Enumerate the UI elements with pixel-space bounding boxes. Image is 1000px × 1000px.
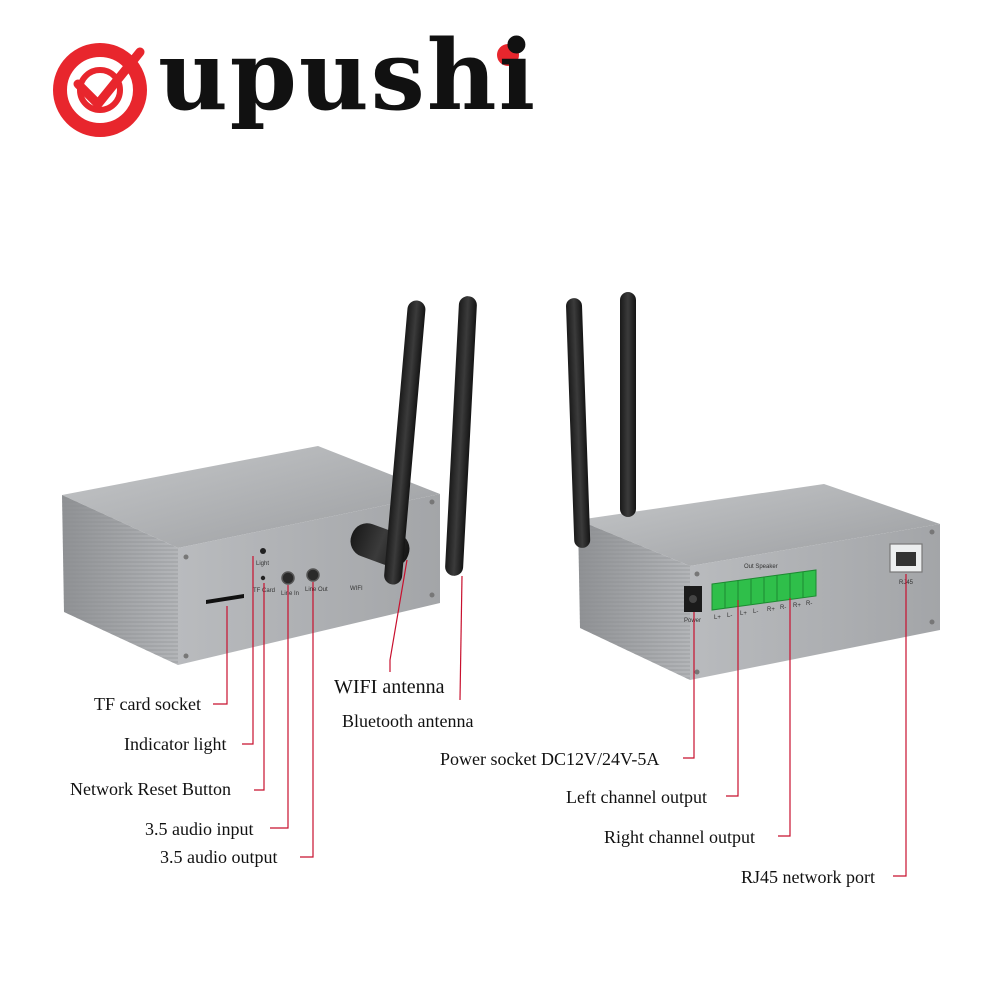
brand-logo-icon xyxy=(53,43,519,137)
terminal-label-3: L+ xyxy=(740,611,747,617)
terminal-label-7: R+ xyxy=(793,603,801,609)
brand-name: upushi xyxy=(158,19,538,132)
terminal-label-8: R- xyxy=(806,601,812,607)
tf-card-slot xyxy=(206,594,244,604)
bluetooth-antenna-icon xyxy=(445,296,477,576)
light-port-label: Light xyxy=(256,561,269,567)
back-unit: Power Out Speaker L+ L- L+ L- R+ R- R+ R… xyxy=(578,484,940,680)
line-in-port-label: Line In xyxy=(281,591,299,597)
terminal-label-1: L+ xyxy=(714,615,721,621)
callout-audio-input: 3.5 audio input xyxy=(145,819,254,839)
out-speaker-label: Out Speaker xyxy=(744,564,778,570)
callout-power-socket: Power socket DC12V/24V-5A xyxy=(440,749,660,769)
callout-indicator-light: Indicator light xyxy=(124,734,227,754)
line-out-jack xyxy=(306,568,320,582)
indicator-light-led xyxy=(260,548,266,554)
callout-right-channel: Right channel output xyxy=(604,827,755,847)
terminal-label-6: R- xyxy=(780,605,786,611)
callout-wifi-antenna: WIFI antenna xyxy=(334,676,445,698)
back-antenna-icon xyxy=(566,292,636,548)
rj45-port xyxy=(889,543,923,573)
reset-pinhole xyxy=(260,575,266,581)
callout-audio-output: 3.5 audio output xyxy=(160,847,278,867)
wifi-antenna-icon xyxy=(350,300,426,585)
callout-bluetooth-antenna: Bluetooth antenna xyxy=(342,711,474,731)
power-port-label: Power xyxy=(684,618,701,624)
terminal-label-5: R+ xyxy=(767,607,775,613)
callout-leaders xyxy=(213,556,907,877)
front-unit: Light TF Card Line In Line Out WIFI xyxy=(62,446,440,665)
line-out-port-label: Line Out xyxy=(305,587,328,593)
callout-left-channel: Left channel output xyxy=(566,787,707,807)
callout-rj45-port: RJ45 network port xyxy=(741,867,875,887)
callout-network-reset: Network Reset Button xyxy=(70,779,231,799)
wifi-port-label: WIFI xyxy=(350,586,363,592)
callout-tf-card-socket: TF card socket xyxy=(94,694,201,714)
terminal-label-2: L- xyxy=(727,613,732,619)
line-in-jack xyxy=(281,571,295,585)
terminal-label-4: L- xyxy=(753,609,758,615)
